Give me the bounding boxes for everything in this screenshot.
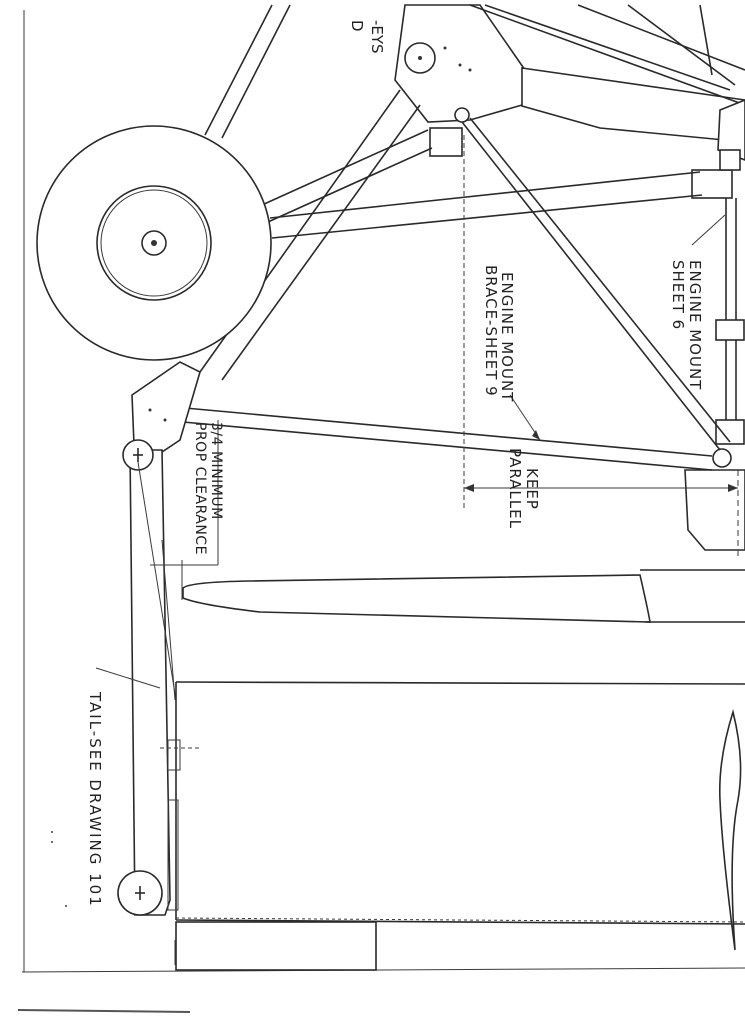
engine-mount — [684, 149, 745, 560]
fuselage-fitting — [394, 4, 526, 157]
rudder-outline — [718, 709, 742, 951]
mount-joint — [712, 448, 732, 468]
label-keep-parallel: KEEP PARALLEL — [506, 448, 541, 529]
tail-note-text: TAIL-SEE DRAWING 101 — [86, 691, 104, 908]
pivot-bolt — [454, 107, 470, 123]
fuselage-structure — [469, 4, 745, 161]
mount-bushing-1 — [715, 319, 745, 341]
brace-text-1: ENGINE MOUNT — [498, 272, 516, 402]
fuselage-body — [167, 681, 745, 971]
engine-mount-text-2: SHEET 6 — [669, 260, 687, 330]
pulleys-fragment-text: -EYS — [368, 20, 386, 54]
prop-clearance-text-2: PROP CLEARANCE — [192, 422, 208, 555]
dimension-lines — [95, 135, 738, 749]
engine-mount-text-1: ENGINE MOUNT — [686, 260, 704, 390]
mount-fitting-top — [691, 169, 733, 199]
pulleys-fragment-text-2: D — [348, 20, 366, 32]
prop-clearance-text-1: 3/4 MINIMUM — [208, 422, 224, 520]
upper-strut — [204, 4, 291, 139]
lower-stringer — [175, 921, 377, 971]
label-engine-mount: ENGINE MOUNT SHEET 6 — [669, 260, 704, 390]
main-wheel — [36, 125, 272, 361]
sheet-border — [17, 10, 745, 1013]
wheel-rim — [96, 185, 212, 301]
mount-bushing-2 — [715, 419, 745, 445]
label-prop-clearance: 3/4 MINIMUM PROP CLEARANCE — [192, 422, 224, 555]
label-pulleys: -EYS D — [348, 20, 386, 54]
keep-text: KEEP — [523, 468, 541, 510]
wheel-hub — [141, 230, 167, 256]
parallel-text: PARALLEL — [506, 448, 524, 529]
label-tail: TAIL-SEE DRAWING 101 — [86, 691, 104, 908]
paper-specks — [51, 831, 67, 907]
label-mount-brace: ENGINE MOUNT BRACE-SHEET 9 — [482, 265, 516, 402]
fitting-block — [429, 127, 463, 157]
brace-text-2: BRACE-SHEET 9 — [482, 265, 500, 397]
propeller-blade — [182, 569, 745, 623]
